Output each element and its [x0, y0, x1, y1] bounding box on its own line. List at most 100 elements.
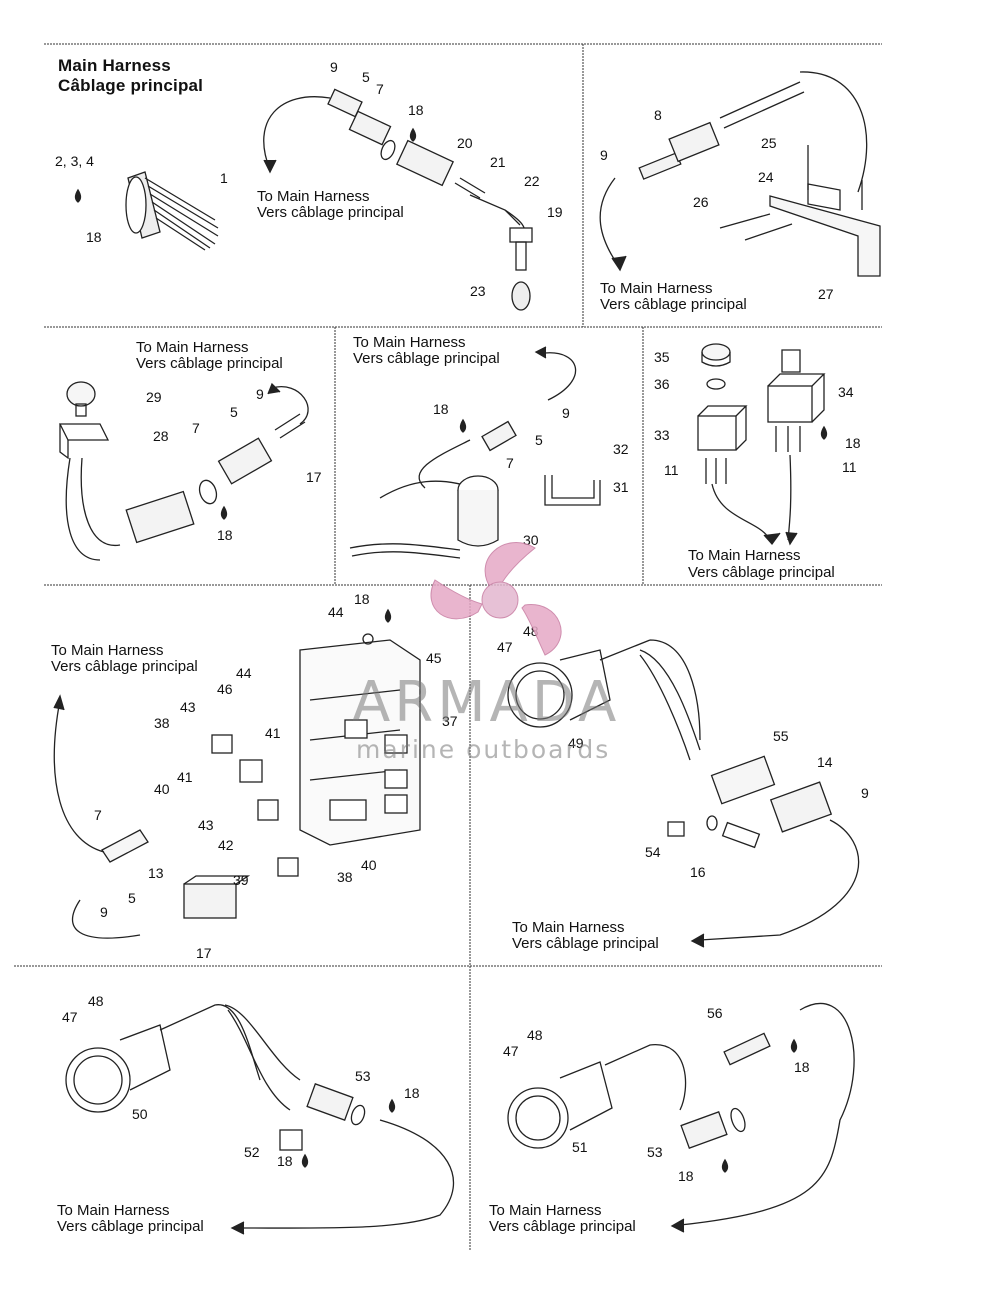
callout: 50 [132, 1106, 148, 1122]
route-label-fr: Vers câblage principal [512, 935, 659, 952]
callout: 19 [547, 204, 563, 220]
callout: 41 [265, 725, 281, 741]
callout: 56 [707, 1005, 723, 1021]
panel-6-callouts: 18 44 45 44 46 43 41 37 38 40 41 43 42 3… [94, 591, 458, 961]
panel-9-callouts: 56 18 48 47 51 53 18 [503, 1005, 810, 1184]
callout: 18 [86, 229, 102, 245]
route-label-en: To Main Harness [136, 339, 249, 356]
callout: 18 [404, 1085, 420, 1101]
route-labels: To Main Harness Vers câblage principal T… [51, 188, 835, 1235]
callout: 47 [497, 639, 513, 655]
callout: 7 [506, 455, 514, 471]
callout: 18 [277, 1153, 293, 1169]
callout: 51 [572, 1139, 588, 1155]
route-label-en: To Main Harness [57, 1202, 170, 1219]
route-label-fr: Vers câblage principal [353, 350, 500, 367]
callout: 53 [355, 1068, 371, 1084]
callout: 55 [773, 728, 789, 744]
callout: 21 [490, 154, 506, 170]
callout: 29 [146, 389, 162, 405]
panel-3-drawing [58, 381, 309, 561]
callout: 36 [654, 376, 670, 392]
callout: 20 [457, 135, 473, 151]
callout: 11 [842, 459, 857, 475]
panel-7-drawing [507, 639, 860, 948]
callout: 47 [62, 1009, 78, 1025]
callout: 47 [503, 1043, 519, 1059]
callout: 25 [761, 135, 777, 151]
callout: 17 [306, 469, 322, 485]
callout: 5 [230, 404, 238, 420]
callout: 17 [196, 945, 212, 961]
callout: 1 [220, 170, 228, 186]
callout: 2, 3, 4 [55, 153, 94, 169]
panel-grid [14, 43, 882, 1250]
panel-3-callouts: 29 28 9 5 7 17 18 [146, 386, 322, 543]
callout: 28 [153, 428, 169, 444]
route-label-en: To Main Harness [600, 280, 713, 297]
callout: 38 [337, 869, 353, 885]
callout: 43 [180, 699, 196, 715]
route-label-fr: Vers câblage principal [489, 1218, 636, 1235]
callout: 44 [328, 604, 344, 620]
route-label-fr: Vers câblage principal [688, 564, 835, 581]
callout: 54 [645, 844, 661, 860]
callout: 18 [678, 1168, 694, 1184]
callout: 7 [94, 807, 102, 823]
watermark-tagline: marine outboards [356, 735, 611, 764]
callout: 18 [217, 527, 233, 543]
callout: 52 [244, 1144, 260, 1160]
callout: 18 [433, 401, 449, 417]
panel-5-callouts: 35 36 34 33 18 11 11 [654, 349, 861, 478]
callout: 23 [470, 283, 486, 299]
route-label-fr: Vers câblage principal [257, 204, 404, 221]
callout: 22 [524, 173, 540, 189]
route-label-en: To Main Harness [688, 547, 801, 564]
callout: 18 [408, 102, 424, 118]
diagram-subtitle: Câblage principal [58, 76, 204, 95]
callout: 45 [426, 650, 442, 666]
callout: 7 [376, 81, 384, 97]
callout: 43 [198, 817, 214, 833]
callout: 5 [535, 432, 543, 448]
callout: 31 [613, 479, 629, 495]
callout: 42 [218, 837, 234, 853]
callout: 53 [647, 1144, 663, 1160]
callout: 41 [177, 769, 193, 785]
diagram-title: Main Harness [58, 56, 171, 75]
callout: 5 [128, 890, 136, 906]
callout: 9 [600, 147, 608, 163]
route-label-en: To Main Harness [51, 642, 164, 659]
route-label-fr: Vers câblage principal [57, 1218, 204, 1235]
callout: 49 [568, 735, 584, 751]
route-label-en: To Main Harness [489, 1202, 602, 1219]
panel-1-callouts: 9 5 7 18 20 21 22 19 23 2, 3, 4 1 18 [55, 59, 563, 299]
panel-5-drawing [697, 343, 828, 546]
callout: 40 [154, 781, 170, 797]
panel-6-drawing [53, 608, 421, 939]
callout: 9 [861, 785, 869, 801]
callout: 48 [527, 1027, 543, 1043]
panel-9-drawing [507, 1002, 855, 1233]
callout: 35 [654, 349, 670, 365]
callout: 18 [845, 435, 861, 451]
route-label-fr: Vers câblage principal [600, 296, 747, 313]
callout: 11 [664, 462, 679, 478]
panel-2-callouts: 8 9 25 24 26 27 [600, 107, 834, 302]
callout: 8 [654, 107, 662, 123]
callout: 9 [100, 904, 108, 920]
panel-4-drawing [349, 346, 601, 559]
callout: 7 [192, 420, 200, 436]
panel-8-callouts: 48 47 50 53 18 52 18 [62, 993, 420, 1169]
callout: 34 [838, 384, 854, 400]
watermark-brand: ARMADA [352, 670, 621, 735]
callout: 27 [818, 286, 834, 302]
route-label-en: To Main Harness [353, 334, 466, 351]
panel-2-drawing [599, 71, 881, 277]
callout: 33 [654, 427, 670, 443]
callout: 32 [613, 441, 629, 457]
panel-8-drawing [65, 1004, 455, 1235]
route-label-fr: Vers câblage principal [136, 355, 283, 372]
